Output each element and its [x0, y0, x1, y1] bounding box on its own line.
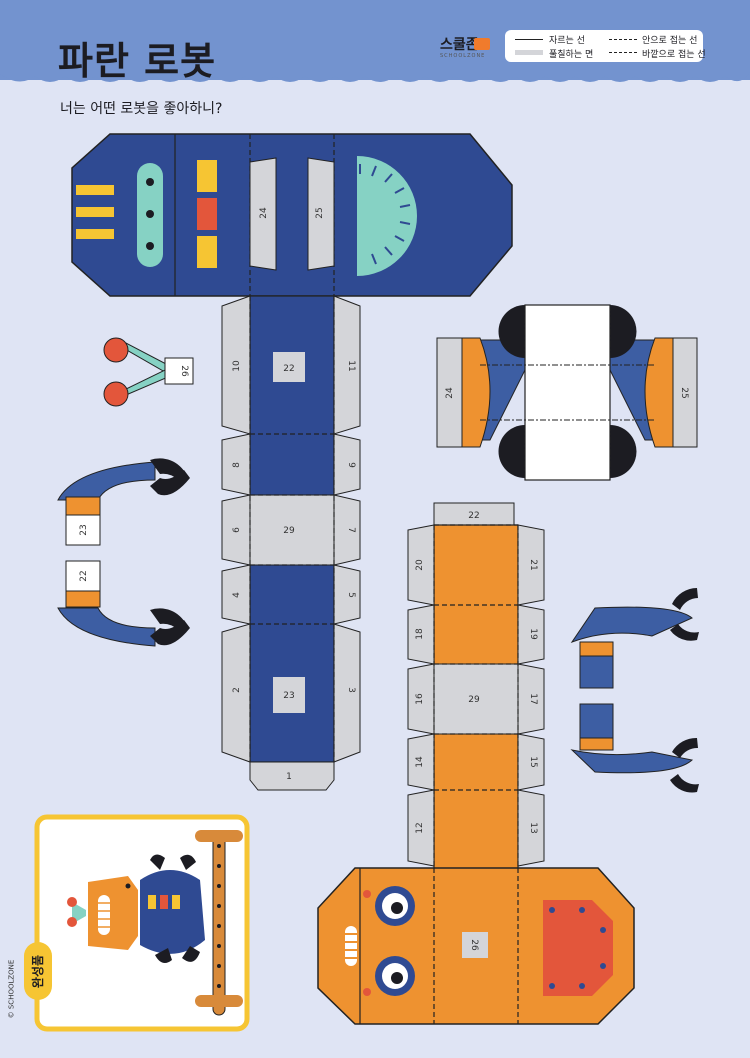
brand-logo: 스쿨존	[440, 37, 479, 53]
face-tab-label: 22	[283, 364, 294, 374]
legend-cut: 자르는 선	[549, 36, 585, 46]
side-tab-label: 16	[415, 693, 425, 705]
line-legend: 자르는 선 안으로 접는 선 풀칠하는 면 바깥으로 접는 선	[505, 30, 706, 62]
face-tab-label: 23	[283, 691, 294, 701]
glue-area-icon	[515, 50, 543, 55]
fold-in-line-icon	[609, 39, 637, 40]
page-title: 파란 로봇	[58, 39, 217, 83]
legend-fold-in: 안으로 접는 선	[642, 36, 698, 46]
head-tab-label: 24	[259, 207, 269, 219]
brand-badge-icon	[474, 38, 490, 50]
arm-frame-piece	[436, 304, 698, 481]
side-tab-label: 9	[346, 462, 356, 468]
right-arm-pieces	[570, 588, 699, 793]
left-arm-pieces	[57, 458, 190, 647]
side-tab-label: 12	[415, 822, 425, 833]
side-tab-label: 8	[232, 462, 242, 468]
top-tab-label: 22	[468, 511, 479, 521]
legend-glue: 풀칠하는 면	[549, 50, 594, 60]
brand-sub: SCHOOLZONE	[440, 53, 486, 59]
frame-tab-label: 25	[679, 387, 689, 398]
side-tab-label: 20	[415, 559, 425, 571]
antenna-piece	[103, 337, 194, 407]
side-tab-label: 13	[528, 822, 538, 833]
face-tab-label: 26	[469, 939, 479, 951]
side-tab-label: 2	[232, 687, 242, 693]
side-tab-label: 15	[528, 756, 538, 767]
center-label: 29	[283, 526, 295, 536]
completed-preview	[34, 814, 250, 1032]
side-tab-label: 17	[528, 693, 538, 704]
side-tab-label: 11	[346, 360, 356, 371]
head-tab-label: 25	[315, 207, 325, 218]
antenna-tab-label: 26	[179, 365, 189, 377]
bottom-tab-label: 1	[286, 772, 292, 782]
side-tab-label: 14	[415, 756, 425, 768]
orange-body-piece	[407, 502, 545, 871]
side-tab-label: 4	[232, 592, 242, 598]
side-tab-label: 3	[346, 687, 356, 693]
tab-labels: 24 25 22 23 10 11 8 9 6 7 4 5 2 3 29 1 2…	[79, 207, 689, 951]
subtitle: 너는 어떤 로봇을 좋아하니?	[60, 101, 223, 117]
side-tab-label: 10	[232, 360, 242, 372]
side-tab-label: 6	[232, 527, 242, 533]
header-wave	[0, 62, 750, 82]
completed-badge	[24, 942, 52, 1000]
side-tab-label: 18	[415, 628, 425, 640]
legend-fold-out: 바깥으로 접는 선	[642, 50, 706, 60]
cut-line-icon	[515, 39, 543, 40]
side-tab-label: 21	[528, 559, 538, 570]
side-tab-label: 7	[346, 527, 356, 533]
fold-out-line-icon	[609, 52, 637, 53]
arm-tab-label: 23	[79, 524, 89, 535]
frame-tab-label: 24	[445, 387, 455, 399]
orange-head-piece	[317, 867, 635, 1025]
blue-head-piece	[71, 133, 513, 297]
side-tab-label: 5	[346, 592, 356, 598]
side-tab-label: 19	[528, 628, 538, 640]
blue-body-piece	[221, 295, 361, 791]
arm-tab-label: 22	[79, 570, 89, 581]
center-label: 29	[468, 695, 480, 705]
completed-badge-label: 완성품	[31, 954, 46, 988]
copyright: © SCHOOLZONE	[7, 959, 16, 1019]
